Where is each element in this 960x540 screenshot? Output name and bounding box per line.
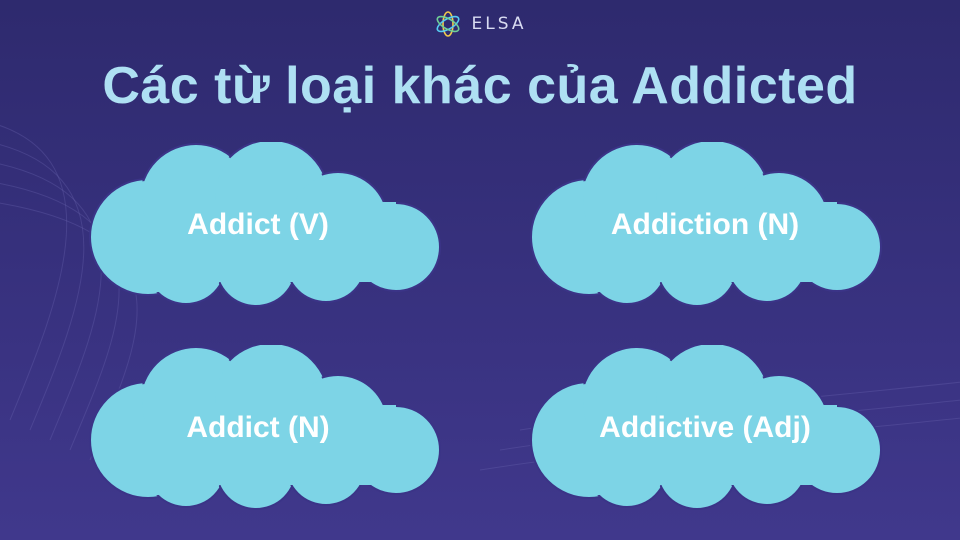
cloud-label: Addict (N): [186, 411, 330, 444]
cloud-card: Addictive (Adj): [527, 345, 883, 511]
logo-text: ELSA: [471, 14, 527, 34]
cloud-shape: [89, 345, 441, 510]
cloud-shape: [89, 142, 441, 307]
cloud-label: Addiction (N): [610, 208, 800, 241]
page-title: Các từ loại khác của Addicted: [102, 57, 858, 115]
cloud-card: Addict (N): [86, 345, 442, 511]
cloud-shape: [530, 345, 882, 510]
cloud-label: Addict (V): [187, 208, 329, 241]
cloud-label: Addictive (Adj): [599, 411, 811, 444]
cloud-card: Addiction (N): [527, 142, 883, 308]
elsa-star-icon: [436, 11, 460, 37]
cloud-shape: [530, 142, 882, 307]
elsa-logo: ELSA: [0, 10, 960, 38]
cloud-card: Addict (V): [86, 142, 442, 308]
